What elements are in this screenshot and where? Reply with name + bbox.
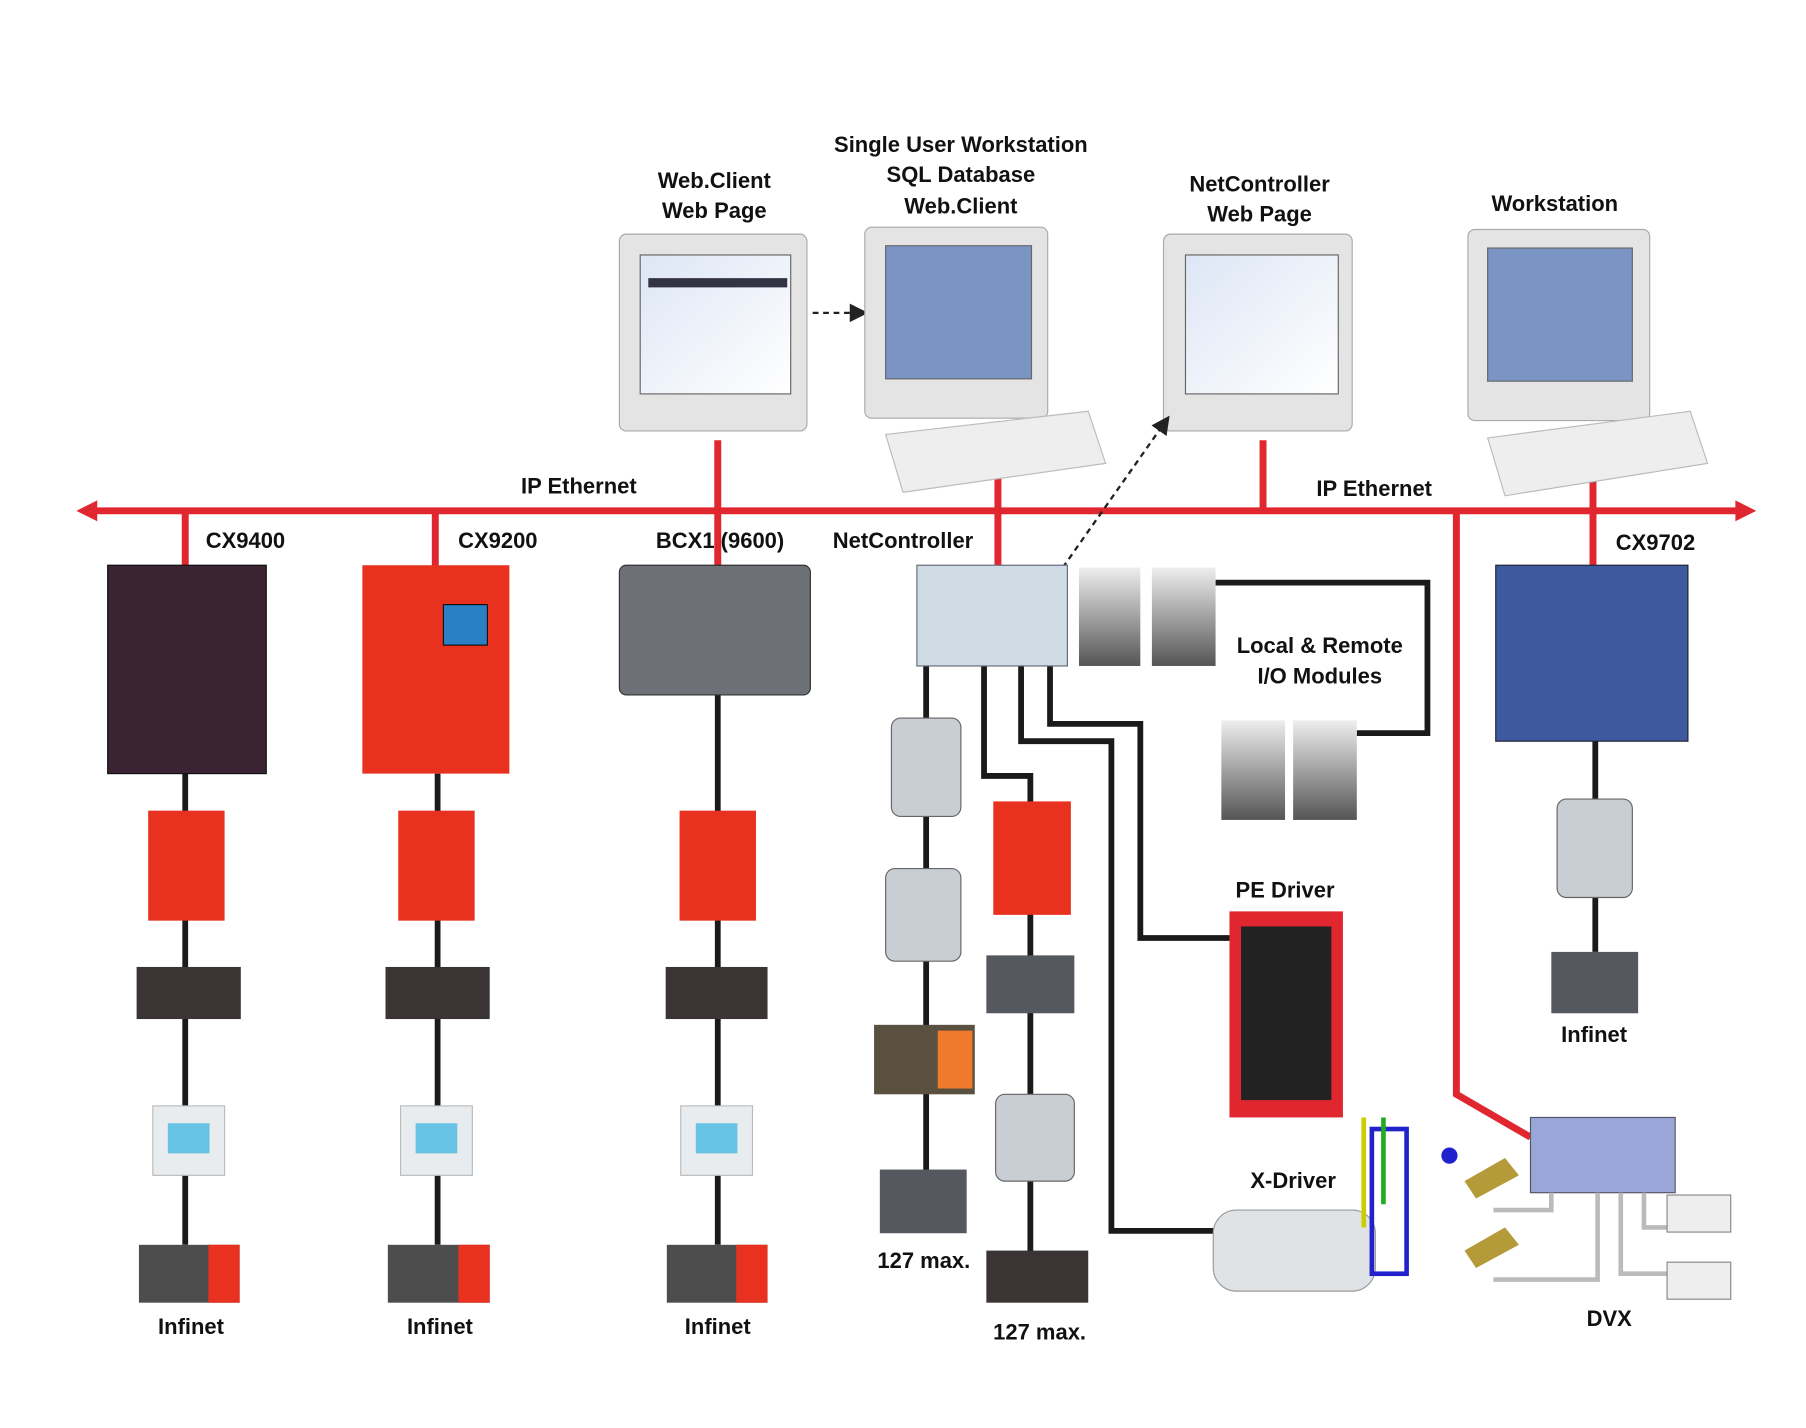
dvx-label: DVX bbox=[1587, 1306, 1633, 1331]
netcontroller-device bbox=[916, 564, 1068, 667]
io-modules-label-1: Local & Remote bbox=[1237, 633, 1403, 658]
io-module bbox=[1221, 720, 1286, 820]
cx9200-display bbox=[442, 604, 488, 646]
cx9702-controller bbox=[1495, 564, 1689, 742]
cx9200-controller bbox=[362, 565, 510, 774]
cx9400-label: CX9400 bbox=[206, 528, 285, 553]
workstation-label: Workstation bbox=[1491, 191, 1618, 216]
x-driver-chiller bbox=[1212, 1117, 1458, 1292]
io-module bbox=[1078, 567, 1141, 666]
nc-web-label-1: NetController bbox=[1189, 171, 1330, 196]
infinet-label: Infinet bbox=[158, 1314, 225, 1339]
ethernet-label-left: IP Ethernet bbox=[521, 473, 637, 498]
max-label-left: 127 max. bbox=[877, 1248, 970, 1273]
ip-ethernet-backbone bbox=[76, 440, 1757, 1141]
io-module bbox=[1151, 567, 1216, 666]
infinet-label: Infinet bbox=[1561, 1022, 1628, 1047]
dome-camera-icon bbox=[1464, 1157, 1519, 1199]
suw-label-2: SQL Database bbox=[887, 162, 1036, 187]
dark-module bbox=[665, 966, 768, 1020]
infinet-label: Infinet bbox=[407, 1314, 474, 1339]
dashed-arrow bbox=[1061, 415, 1170, 569]
max-label-right: 127 max. bbox=[993, 1320, 1086, 1345]
web-client-label-2: Web Page bbox=[662, 198, 767, 223]
web-client-label-1: Web.Client bbox=[658, 168, 772, 193]
dark-module bbox=[136, 966, 241, 1020]
column-devices bbox=[136, 717, 1639, 1303]
dark-module bbox=[385, 966, 490, 1020]
keyboard-icon bbox=[884, 410, 1107, 493]
netcontroller-label: NetController bbox=[833, 528, 974, 553]
dome-camera-icon bbox=[1464, 1227, 1519, 1268]
red-module bbox=[679, 810, 756, 921]
dvx-recorder bbox=[1464, 1116, 1732, 1300]
ethernet-label-right: IP Ethernet bbox=[1316, 476, 1432, 501]
pe-driver-label: PE Driver bbox=[1236, 877, 1335, 902]
cx9400-controller bbox=[107, 564, 267, 775]
bcx1-label: BCX1 (9600) bbox=[656, 528, 784, 553]
x-driver-label: X-Driver bbox=[1250, 1168, 1336, 1193]
box-camera-icon bbox=[1666, 1261, 1732, 1300]
cx9702-label: CX9702 bbox=[1616, 530, 1695, 555]
red-module bbox=[398, 810, 475, 921]
netcontroller-web-page-monitor bbox=[1162, 233, 1353, 432]
infinet-label: Infinet bbox=[685, 1314, 752, 1339]
bcx1-controller bbox=[618, 564, 811, 696]
single-user-workstation-monitor bbox=[864, 226, 1107, 493]
red-module bbox=[148, 810, 225, 921]
nc-web-label-2: Web Page bbox=[1207, 201, 1312, 226]
web-client-monitor bbox=[618, 233, 808, 432]
suw-label-1: Single User Workstation bbox=[834, 132, 1088, 157]
workstation-monitor bbox=[1467, 228, 1709, 497]
io-modules-label-2: I/O Modules bbox=[1257, 663, 1382, 688]
io-module bbox=[1293, 720, 1357, 820]
cx9200-label: CX9200 bbox=[458, 528, 537, 553]
box-camera-icon bbox=[1666, 1194, 1732, 1233]
suw-label-3: Web.Client bbox=[904, 193, 1018, 218]
keyboard-icon bbox=[1486, 410, 1709, 497]
